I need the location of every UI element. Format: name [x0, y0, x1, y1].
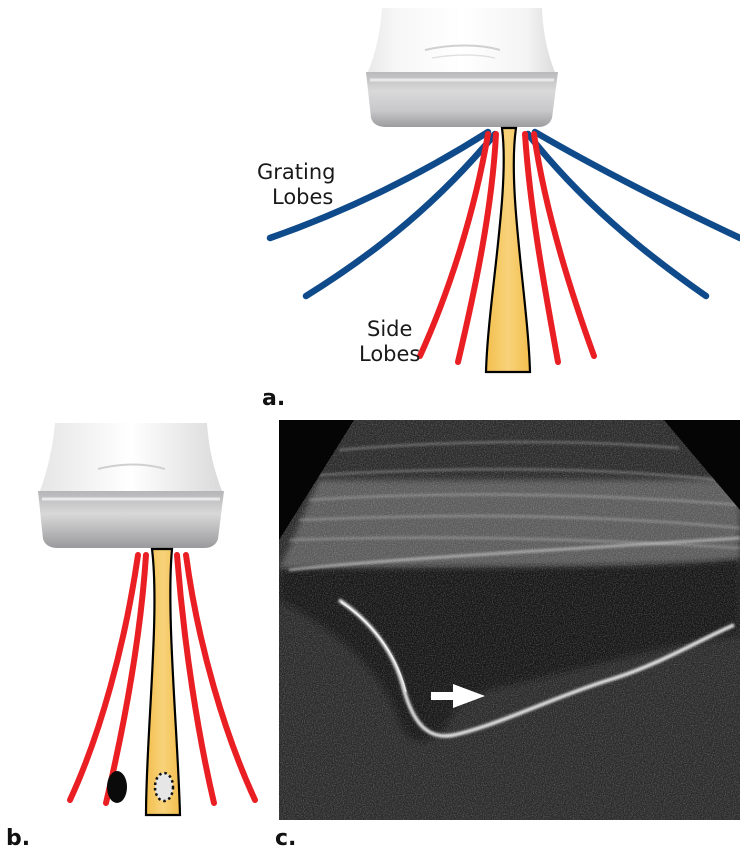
panel-b-diagram	[0, 415, 275, 825]
ultrasound-image	[279, 420, 740, 820]
panel-a-letter: a.	[262, 386, 285, 411]
grating-label-line2: Lobes	[257, 185, 335, 210]
grating-label-line1: Grating	[257, 160, 335, 185]
panel-b: b.	[0, 415, 275, 855]
panel-b-letter: b.	[6, 826, 30, 851]
grating-lobe-right-outer	[535, 132, 740, 238]
side-label-line2: Lobes	[359, 342, 420, 367]
artifact-ghost-dotted	[155, 773, 173, 801]
panel-c: c.	[279, 420, 740, 855]
transducer-probe	[366, 8, 558, 127]
transducer-probe-b	[38, 423, 224, 548]
side-lobe-right-outer	[534, 134, 594, 356]
grating-lobes-label: Grating Lobes	[257, 160, 335, 210]
side-lobes-label: Side Lobes	[367, 317, 420, 367]
panel-c-letter: c.	[275, 826, 296, 851]
grating-lobe-right-inner	[528, 134, 706, 296]
side-label-line1: Side	[367, 317, 420, 342]
panel-a: Grating Lobes Side Lobes a.	[0, 0, 740, 410]
side-lobe-b-right-outer	[186, 555, 255, 800]
side-lobe-b-left-outer	[70, 555, 138, 800]
artifact-target-black	[107, 771, 127, 803]
